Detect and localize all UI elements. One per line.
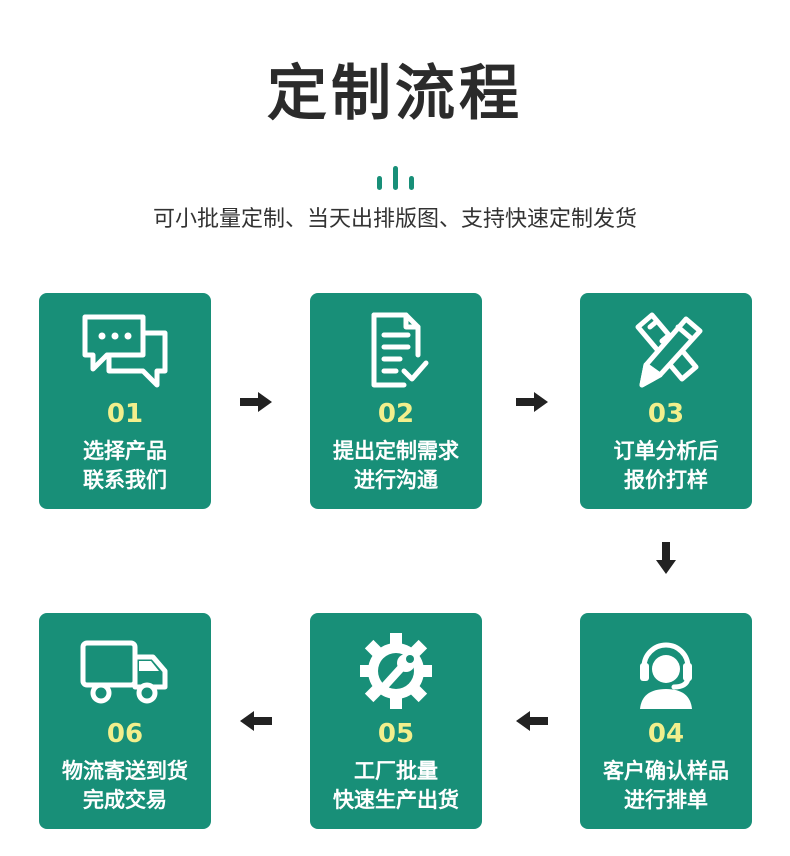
- headset-agent-icon: [616, 631, 716, 711]
- step-card-06: 06 物流寄送到货 完成交易: [39, 613, 211, 829]
- pencil-ruler-icon: [616, 311, 716, 391]
- step-card-03: 03 订单分析后 报价打样: [580, 293, 752, 509]
- step-label-line2: 进行沟通: [354, 468, 438, 492]
- step-label-line1: 客户确认样品: [603, 759, 729, 783]
- arrow-left-icon: [238, 709, 274, 733]
- step-number: 03: [647, 399, 685, 429]
- step-number: 02: [377, 399, 415, 429]
- step-card-01: 01 选择产品 联系我们: [39, 293, 211, 509]
- step-label-line2: 快速生产出货: [333, 788, 459, 812]
- step-label-line2: 进行排单: [624, 788, 708, 812]
- step-number: 05: [377, 719, 415, 749]
- step-label-line1: 订单分析后: [613, 439, 719, 463]
- step-card-04: 04 客户确认样品 进行排单: [580, 613, 752, 829]
- step-label-line1: 工厂批量: [354, 759, 438, 783]
- step-label-line1: 提出定制需求: [333, 439, 459, 463]
- step-label-line2: 报价打样: [624, 468, 708, 492]
- arrow-down-icon: [654, 540, 678, 576]
- arrow-right-icon: [238, 390, 274, 414]
- gear-wrench-icon: [346, 631, 446, 711]
- arrow-left-icon: [514, 709, 550, 733]
- step-number: 01: [106, 399, 144, 429]
- step-card-05: 05 工厂批量 快速生产出货: [310, 613, 482, 829]
- step-label-line2: 联系我们: [83, 468, 167, 492]
- delivery-truck-icon: [75, 631, 175, 711]
- step-card-02: 02 提出定制需求 进行沟通: [310, 293, 482, 509]
- step-label-line1: 选择产品: [83, 439, 167, 463]
- decorative-bars: [371, 158, 419, 190]
- step-label-line2: 完成交易: [83, 788, 167, 812]
- chat-bubbles-icon: [75, 311, 175, 391]
- page-subtitle: 可小批量定制、当天出排版图、支持快速定制发货: [152, 207, 637, 232]
- step-label-line1: 物流寄送到货: [62, 759, 188, 783]
- document-check-icon: [346, 311, 446, 391]
- step-number: 04: [647, 719, 685, 749]
- arrow-right-icon: [514, 390, 550, 414]
- step-number: 06: [106, 719, 144, 749]
- page-title: 定制流程: [267, 59, 523, 129]
